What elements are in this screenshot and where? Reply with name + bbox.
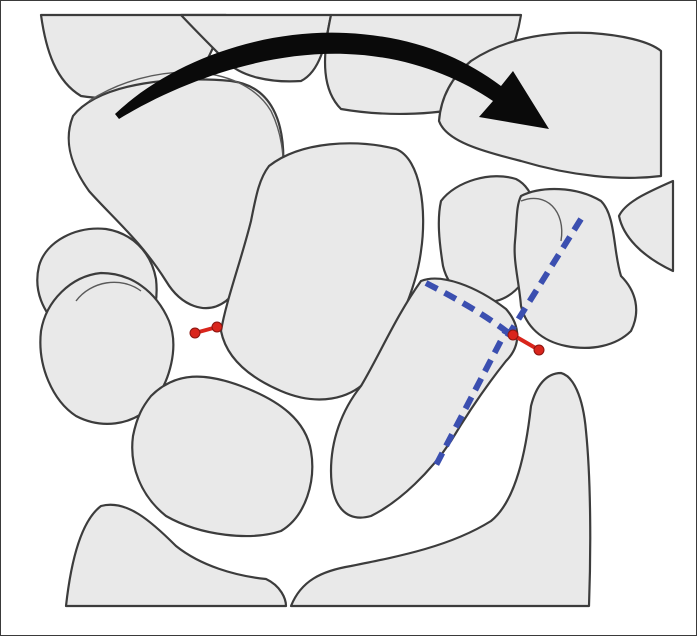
bone-right-outer bbox=[515, 189, 637, 348]
ligament-marker-left bbox=[190, 322, 222, 338]
bone-far-right-edge bbox=[619, 181, 673, 271]
bone-lower-left bbox=[132, 377, 312, 536]
